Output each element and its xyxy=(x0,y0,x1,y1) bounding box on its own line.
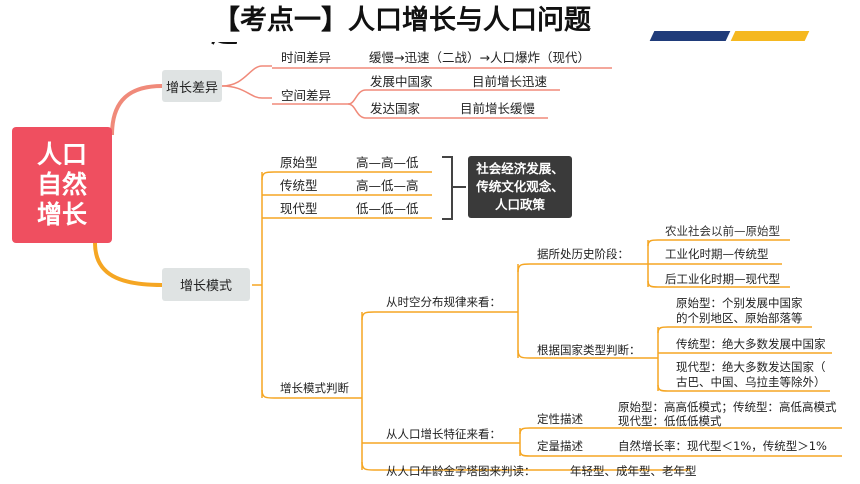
factors-box: 社会经济发展、 传统文化观念、 人口政策 xyxy=(468,156,572,218)
value-pyramid: 年轻型、成年型、老年型 xyxy=(570,464,697,478)
label-space-diff: 空间差异 xyxy=(281,88,332,103)
country-item: 现代型：绝大多数发达国家（ 古巴、中国、乌拉圭等除外） xyxy=(676,360,826,389)
country-item: 传统型：绝大多数发展中国家 xyxy=(676,337,826,351)
label-spatial: 从时空分布规律来看： xyxy=(386,295,501,309)
decor-bar-navy xyxy=(649,31,731,41)
label-quantitative: 定量描述 xyxy=(537,439,583,453)
decor-bar-yellow xyxy=(730,31,810,41)
label-country: 根据国家类型判断： xyxy=(537,343,641,357)
label-time-diff: 时间差异 xyxy=(281,50,332,65)
type-name: 原始型 xyxy=(280,155,318,170)
value-time-diff: 缓慢→迅速（二战）→人口爆炸（现代） xyxy=(369,50,590,65)
label-developing: 发展中国家 xyxy=(370,74,433,89)
value-qualitative: 原始型：高高低模式；传统型：高低高模式 现代型：低低低模式 xyxy=(618,400,837,428)
value-developing: 目前增长迅速 xyxy=(472,74,548,89)
type-value: 高—高—低 xyxy=(356,155,419,170)
type-name: 现代型 xyxy=(280,201,318,216)
page-title: 【考点一】人口增长与人口问题 xyxy=(213,5,591,36)
value-quantitative: 自然增长率：现代型＜1%，传统型＞1% xyxy=(618,439,827,453)
type-name: 传统型 xyxy=(280,178,318,193)
node-growth-diff: 增长差异 xyxy=(162,70,222,102)
country-item: 原始型：个别发展中国家 的个别地区、原始部落等 xyxy=(676,296,803,325)
label-developed: 发达国家 xyxy=(370,101,421,116)
label-features: 从人口增长特征来看： xyxy=(386,427,501,441)
history-item: 农业社会以前—原始型 xyxy=(665,224,780,238)
label-judge: 增长模式判断 xyxy=(280,381,349,395)
history-item: 工业化时期—传统型 xyxy=(665,247,769,261)
value-developed: 目前增长缓慢 xyxy=(460,101,536,116)
root-node: 人口自然增长 xyxy=(12,127,112,243)
label-history: 据所处历史阶段： xyxy=(537,247,629,261)
label-qualitative: 定性描述 xyxy=(537,412,583,426)
title-overflow-glyph: 题 xyxy=(211,42,237,52)
history-item: 后工业化时期—现代型 xyxy=(665,272,780,286)
node-growth-modes: 增长模式 xyxy=(162,268,250,301)
type-value: 高—低—高 xyxy=(356,178,419,193)
label-pyramid: 从人口年龄金字塔图来判读： xyxy=(386,464,536,478)
type-value: 低—低—低 xyxy=(356,201,419,216)
